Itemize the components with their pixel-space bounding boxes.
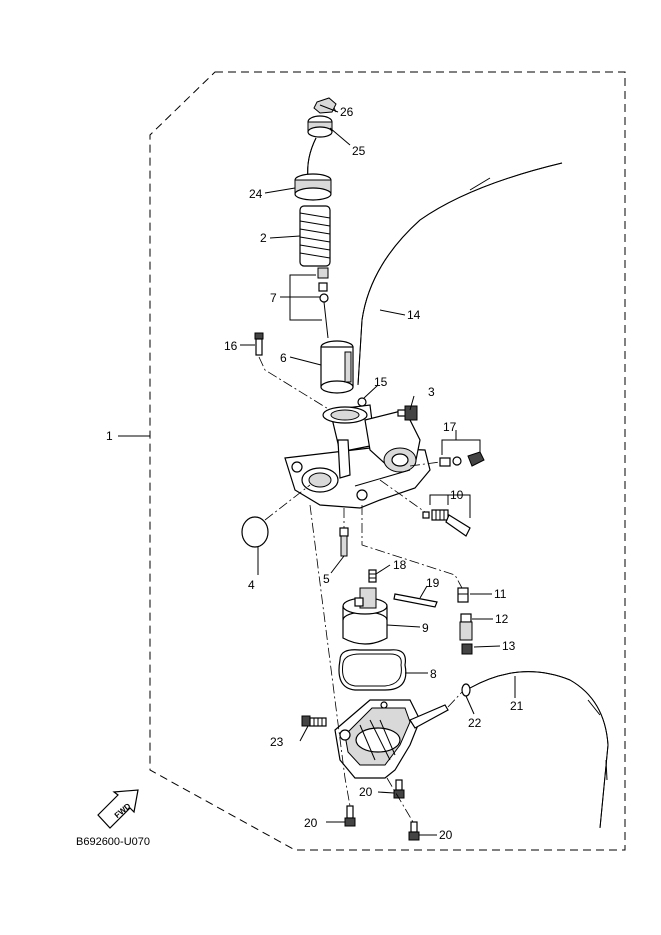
cable-adjuster-part xyxy=(307,115,333,138)
callout-2: 2 xyxy=(260,231,267,245)
callout-19: 19 xyxy=(426,576,440,590)
callout-20b: 20 xyxy=(304,816,318,830)
throttle-valve-spring-part xyxy=(299,205,331,267)
callout-11: 11 xyxy=(494,587,507,601)
callout-24: 24 xyxy=(249,187,263,201)
throttle-valve-part xyxy=(320,340,354,394)
callout-20a: 20 xyxy=(359,785,373,799)
pilot-screw-bracket xyxy=(441,439,481,455)
pilot-screw-set-part xyxy=(439,451,485,467)
callout-23: 23 xyxy=(270,735,284,749)
throttle-stop-screw-part xyxy=(422,509,471,537)
jet-needle-set-part xyxy=(317,267,329,339)
callout-16: 16 xyxy=(224,339,238,353)
callout-26: 26 xyxy=(340,105,354,119)
screw-20b-part xyxy=(393,779,405,799)
callout-3: 3 xyxy=(428,385,435,399)
main-jet-5-part xyxy=(339,527,349,557)
float-chamber-part xyxy=(334,699,449,779)
callout-12: 12 xyxy=(495,612,509,626)
callout-17: 17 xyxy=(443,420,457,434)
fuel-hose-14 xyxy=(357,162,563,386)
stop-screw-bracket xyxy=(429,494,471,518)
float-9-part xyxy=(342,587,388,645)
fwd-arrow-icon: FWD xyxy=(97,789,139,829)
callout-10: 10 xyxy=(450,488,464,502)
pilot-jet-12-part xyxy=(459,613,473,641)
o-ring-4-part xyxy=(241,516,269,548)
callout-20c: 20 xyxy=(439,828,453,842)
carburetor-body-part xyxy=(284,404,431,509)
drain-screw-23-part xyxy=(301,715,327,727)
screw-20c-part xyxy=(408,821,420,841)
callout-13: 13 xyxy=(502,639,516,653)
screw-18-part xyxy=(368,569,377,583)
callout-14: 14 xyxy=(407,308,421,322)
washer-15-part xyxy=(357,397,367,407)
callout-6: 6 xyxy=(280,351,287,365)
callout-9: 9 xyxy=(422,621,429,635)
screw-20a-part xyxy=(344,805,356,827)
callout-15: 15 xyxy=(374,375,388,389)
assembly-boundary xyxy=(149,71,626,851)
callout-25: 25 xyxy=(352,144,366,158)
callout-7: 7 xyxy=(270,291,277,305)
callout-4: 4 xyxy=(248,578,255,592)
callout-18: 18 xyxy=(393,558,407,572)
float-pin-19-part xyxy=(393,593,438,608)
callout-21: 21 xyxy=(510,699,524,713)
clip-22-part xyxy=(461,683,471,697)
plug-13-part xyxy=(461,643,473,655)
callout-5: 5 xyxy=(323,572,330,586)
drain-hose-21 xyxy=(469,671,609,829)
callout-1: 1 xyxy=(106,429,113,443)
mixing-chamber-top-part xyxy=(294,173,332,201)
callout-8: 8 xyxy=(430,667,437,681)
callout-22: 22 xyxy=(468,716,482,730)
diagram-code: B692600-U070 xyxy=(76,836,150,848)
needle-jet-11-part xyxy=(457,587,469,603)
cap-nut-part xyxy=(313,97,337,114)
screw-16-part xyxy=(254,332,264,356)
gasket-8-part xyxy=(338,649,407,691)
